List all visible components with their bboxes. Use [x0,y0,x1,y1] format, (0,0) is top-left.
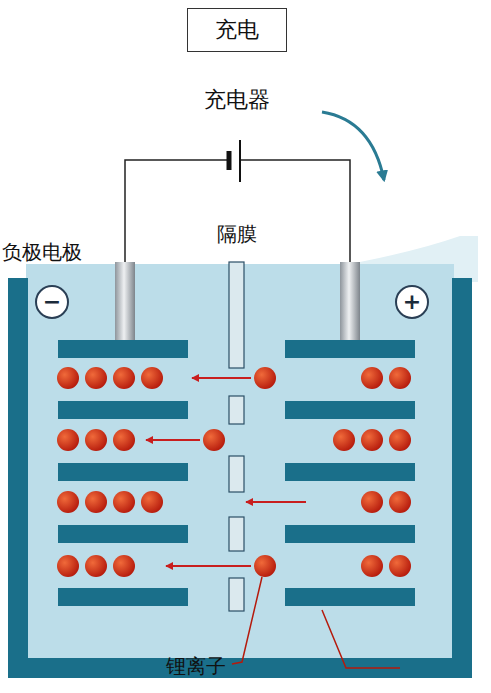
title-box: 充电 [187,8,287,52]
separator [229,262,244,611]
ion-motion-arrow [146,378,306,566]
pole-sign: + [403,291,421,313]
cell-symbol [229,140,240,182]
charger-wire [125,160,350,264]
text-label: 充电器 [204,88,270,112]
text-label: 负极电极 [2,241,82,263]
leader-line [232,577,262,664]
electrode-rod [340,262,360,342]
pole-symbol: + [395,285,429,319]
electrode-rod [115,262,135,342]
text-label: 隔膜 [217,223,257,245]
title-text: 充电 [215,15,259,45]
electrode-plate [58,340,415,606]
text-label: 锂离子 [166,655,226,677]
pole-symbol: − [35,285,69,319]
leader-line [322,610,400,668]
pole-sign: − [43,291,61,313]
current-arrow [322,112,384,180]
lithium-ion [57,367,411,577]
